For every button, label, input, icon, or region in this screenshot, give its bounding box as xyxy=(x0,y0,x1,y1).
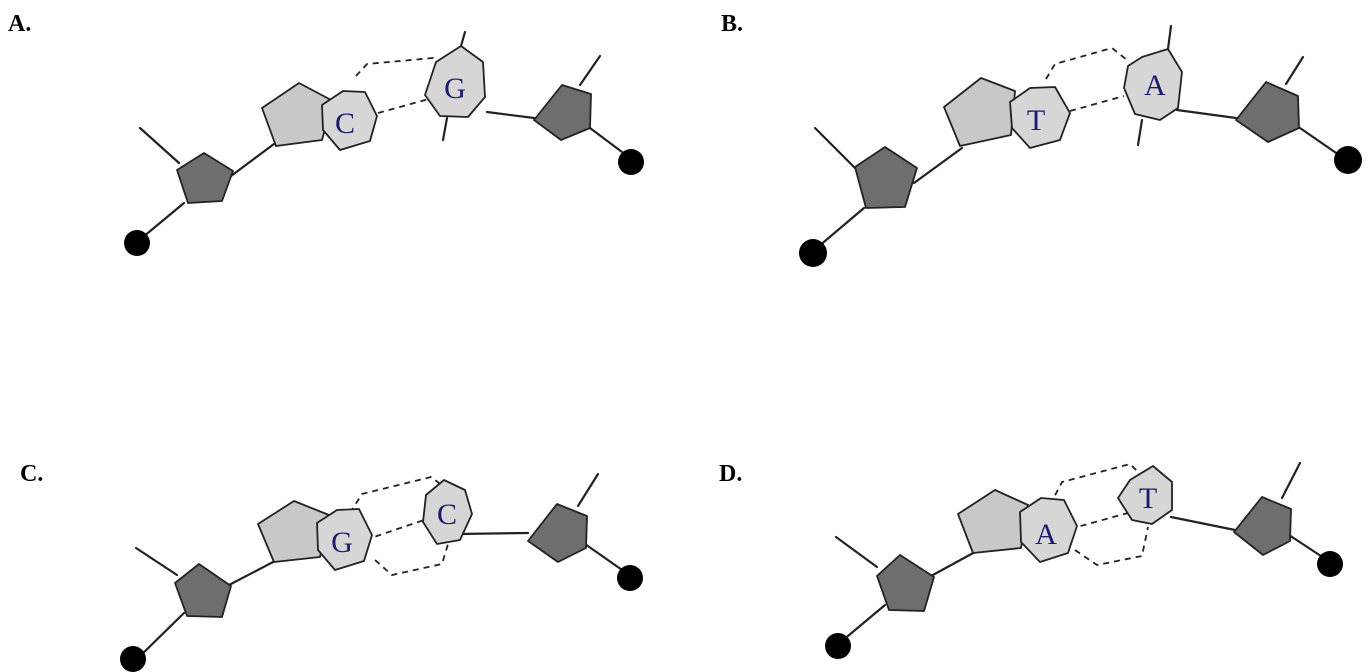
panel-b-right-phosphate-bond xyxy=(1298,126,1344,159)
panel-c-left-phosphate xyxy=(120,646,146,672)
panel-b-left-stub xyxy=(813,126,859,172)
panel-a-right-base xyxy=(424,45,486,118)
panel-c-left-dark-sugar xyxy=(174,563,232,618)
panel-a-right-base-letter: G xyxy=(444,72,466,105)
panel-d-left-light-sugar xyxy=(957,489,1029,554)
panel-c-right-phosphate xyxy=(617,565,643,591)
panel-d-label: D. xyxy=(719,461,742,487)
panel-c-left-connector xyxy=(227,559,277,587)
panel-d-hbond-bottom xyxy=(1074,526,1149,566)
panel-a-left-stub xyxy=(138,126,181,165)
panel-d-hbond-middle xyxy=(1069,510,1136,530)
panel-a-g-bottom-stub xyxy=(441,116,449,142)
panel-c-hbond-bottom xyxy=(374,543,449,576)
panel-d-hbond-top xyxy=(1049,462,1141,506)
panel-a: A. C G xyxy=(8,11,644,256)
panel-c: C. G C xyxy=(20,461,643,672)
panel-a-hbond-2 xyxy=(377,98,430,114)
panel-b-left-connector xyxy=(912,146,964,185)
panel-a-right-connector xyxy=(485,110,536,120)
panel-d-left-stub xyxy=(834,535,879,569)
panel-c-left-base-letter: G xyxy=(331,526,353,559)
panel-a-hbond-1 xyxy=(355,57,441,77)
panel-a-left-dark-sugar xyxy=(176,152,234,204)
panel-c-left-stub xyxy=(134,546,179,577)
panel-b-right-phosphate xyxy=(1334,146,1362,174)
panel-a-right-phosphate xyxy=(618,149,644,175)
panel-b-left-phosphate xyxy=(799,239,827,267)
panel-c-hbond-middle xyxy=(364,519,425,541)
panel-b-right-stub xyxy=(1284,55,1305,86)
panel-a-left-base-letter: C xyxy=(335,107,355,140)
panel-d: D. A T xyxy=(719,461,1343,659)
panel-c-label: C. xyxy=(20,461,43,487)
panel-a-left-connector xyxy=(229,139,280,178)
panel-b-left-base xyxy=(1009,86,1071,149)
panel-a-label: A. xyxy=(8,11,31,37)
panel-b-left-dark-sugar xyxy=(854,146,918,209)
panel-a-left-light-sugar xyxy=(261,82,334,147)
panel-d-right-base-letter: T xyxy=(1139,482,1157,515)
panel-c-left-base xyxy=(316,508,373,571)
panel-a-right-dark-sugar xyxy=(533,84,592,141)
panel-a-right-stub xyxy=(578,54,602,87)
panel-c-left-light-sugar xyxy=(257,500,330,563)
panel-d-right-stub xyxy=(1280,461,1302,500)
panel-d-left-dark-sugar xyxy=(876,554,935,612)
panel-b-label: B. xyxy=(721,11,743,37)
panel-d-left-base-letter: A xyxy=(1035,518,1057,551)
panel-c-right-stub xyxy=(576,472,600,508)
panel-c-right-connector xyxy=(455,531,530,536)
panel-c-hbond-top xyxy=(349,476,444,514)
panel-c-right-base-letter: C xyxy=(437,498,457,531)
panel-b-right-base xyxy=(1123,48,1183,121)
panel-b-right-dark-sugar xyxy=(1235,81,1300,143)
panel-d-left-connector xyxy=(929,550,977,578)
panel-b: B. T A xyxy=(721,11,1362,267)
panel-b-a-top-stub xyxy=(1166,24,1173,51)
panel-a-g-top-stub xyxy=(459,30,467,48)
panel-d-left-base xyxy=(1019,497,1078,563)
panel-d-left-phosphate xyxy=(825,633,851,659)
panel-d-right-base xyxy=(1117,465,1173,525)
panel-b-left-light-sugar xyxy=(943,77,1016,147)
panel-b-hbond-1 xyxy=(1045,47,1128,80)
panel-b-left-base-letter: T xyxy=(1027,104,1045,137)
panel-d-right-connector xyxy=(1169,515,1237,532)
panel-a-left-base xyxy=(321,90,378,151)
panel-d-right-dark-sugar xyxy=(1233,496,1292,556)
panel-a-left-phosphate xyxy=(124,230,150,256)
panel-b-right-base-letter: A xyxy=(1144,69,1166,102)
panel-b-right-connector xyxy=(1175,108,1238,120)
panel-c-right-phosphate-bond xyxy=(583,542,627,574)
panel-b-a-bottom-stub xyxy=(1136,118,1144,147)
panel-b-hbond-2 xyxy=(1069,95,1125,112)
panel-c-right-dark-sugar xyxy=(527,503,588,563)
panel-d-right-phosphate xyxy=(1317,551,1343,577)
panel-c-right-base xyxy=(422,479,473,545)
